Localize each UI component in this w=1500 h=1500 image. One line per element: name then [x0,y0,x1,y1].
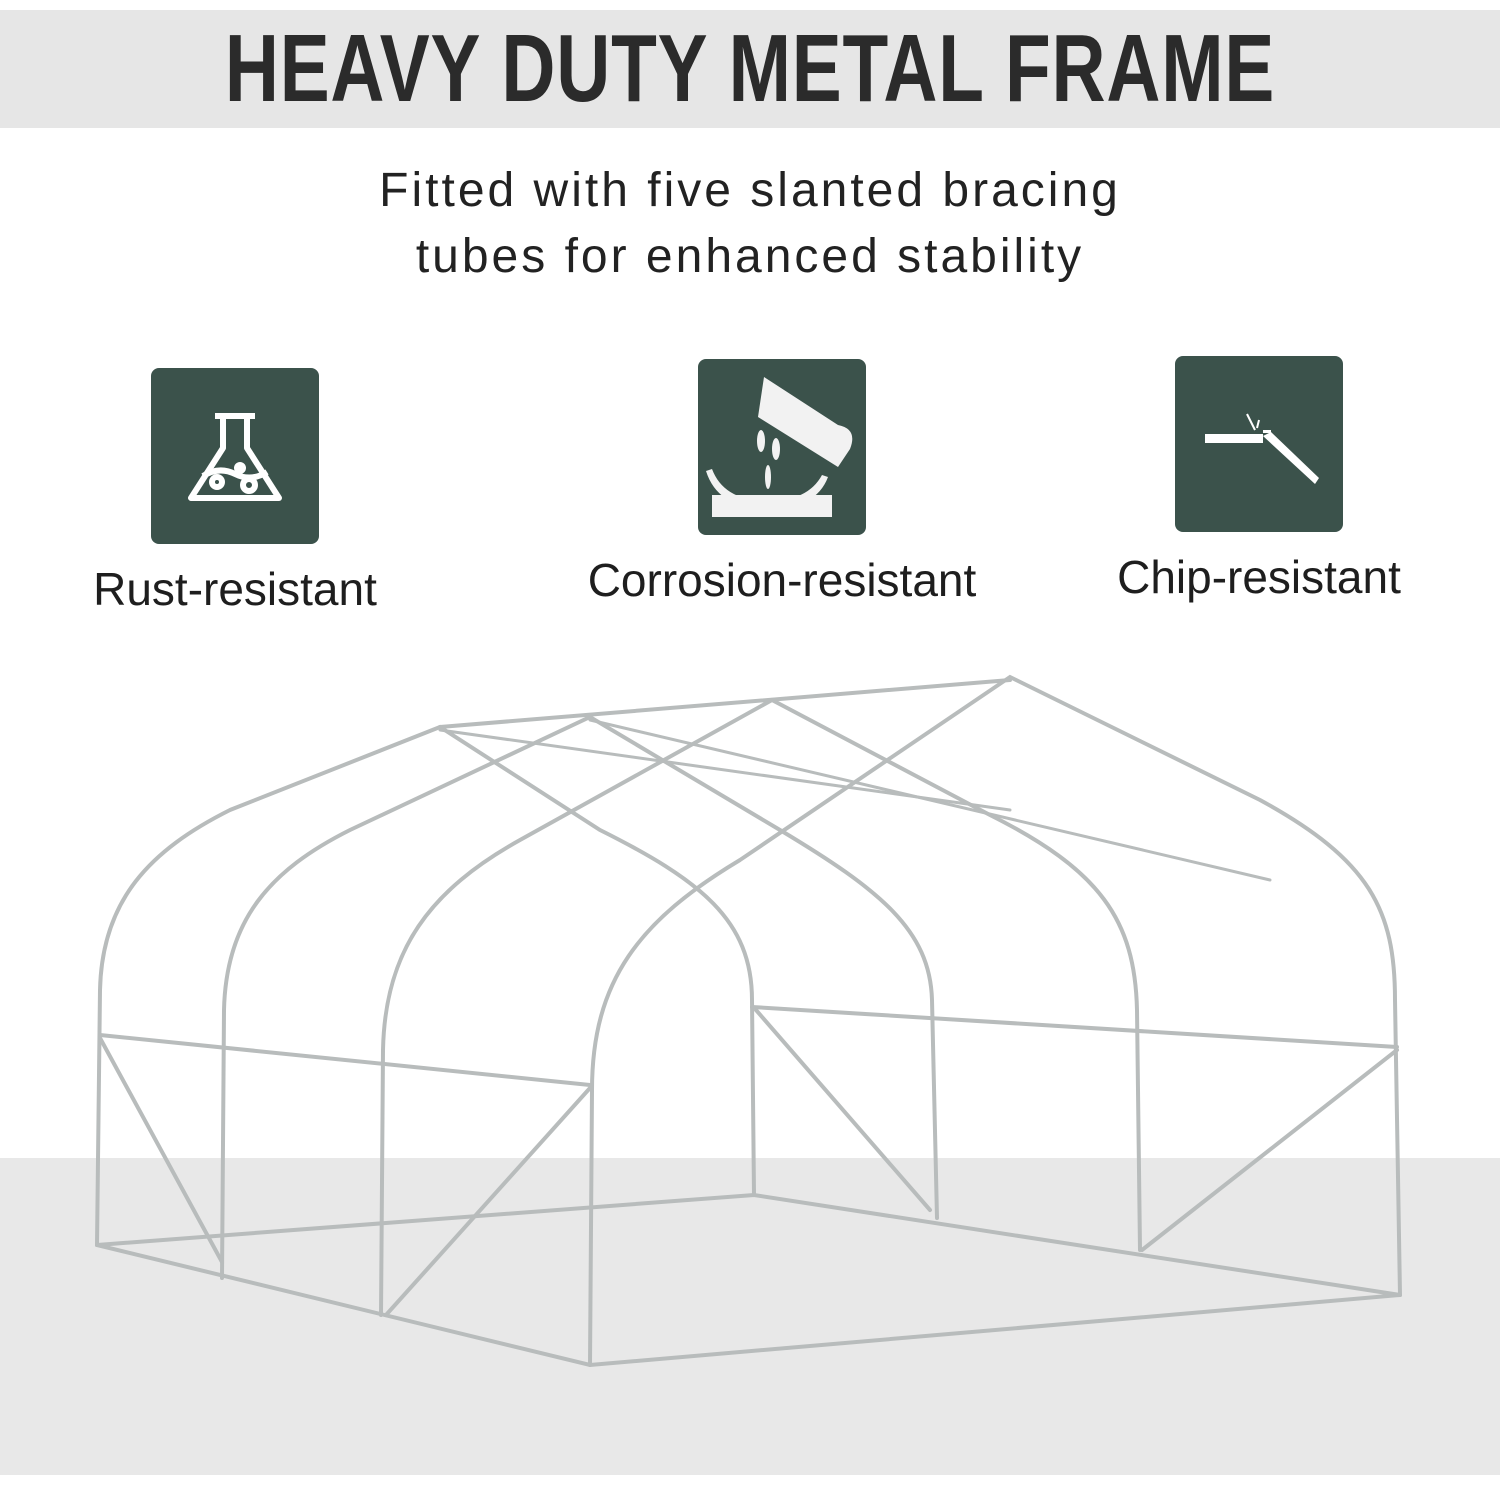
page-title: HEAVY DUTY METAL FRAME [224,15,1276,122]
chipped-bar-icon [1175,356,1343,532]
feature-corrosion-resistant: Corrosion-resistant [570,359,994,607]
subtitle-line-1: Fitted with five slanted bracing [379,164,1121,217]
arch-front [588,674,1402,1367]
title-band [0,10,1500,128]
arch-back [95,724,756,1247]
acid-pour-icon [698,359,866,535]
feature-chip-resistant: Chip-resistant [1085,356,1433,604]
flask-icon [151,368,319,544]
feature-label: Chip-resistant [1117,551,1401,603]
subtitle-line-2: tubes for enhanced stability [415,230,1085,283]
feature-label: Corrosion-resistant [587,554,977,606]
arch-2 [220,714,939,1280]
feature-rust-resistant: Rust-resistant [60,368,410,616]
feature-label: Rust-resistant [93,563,377,615]
subtitle: Fitted with five slanted bracing tubes f… [0,158,1500,290]
floor-band [0,1158,1500,1475]
